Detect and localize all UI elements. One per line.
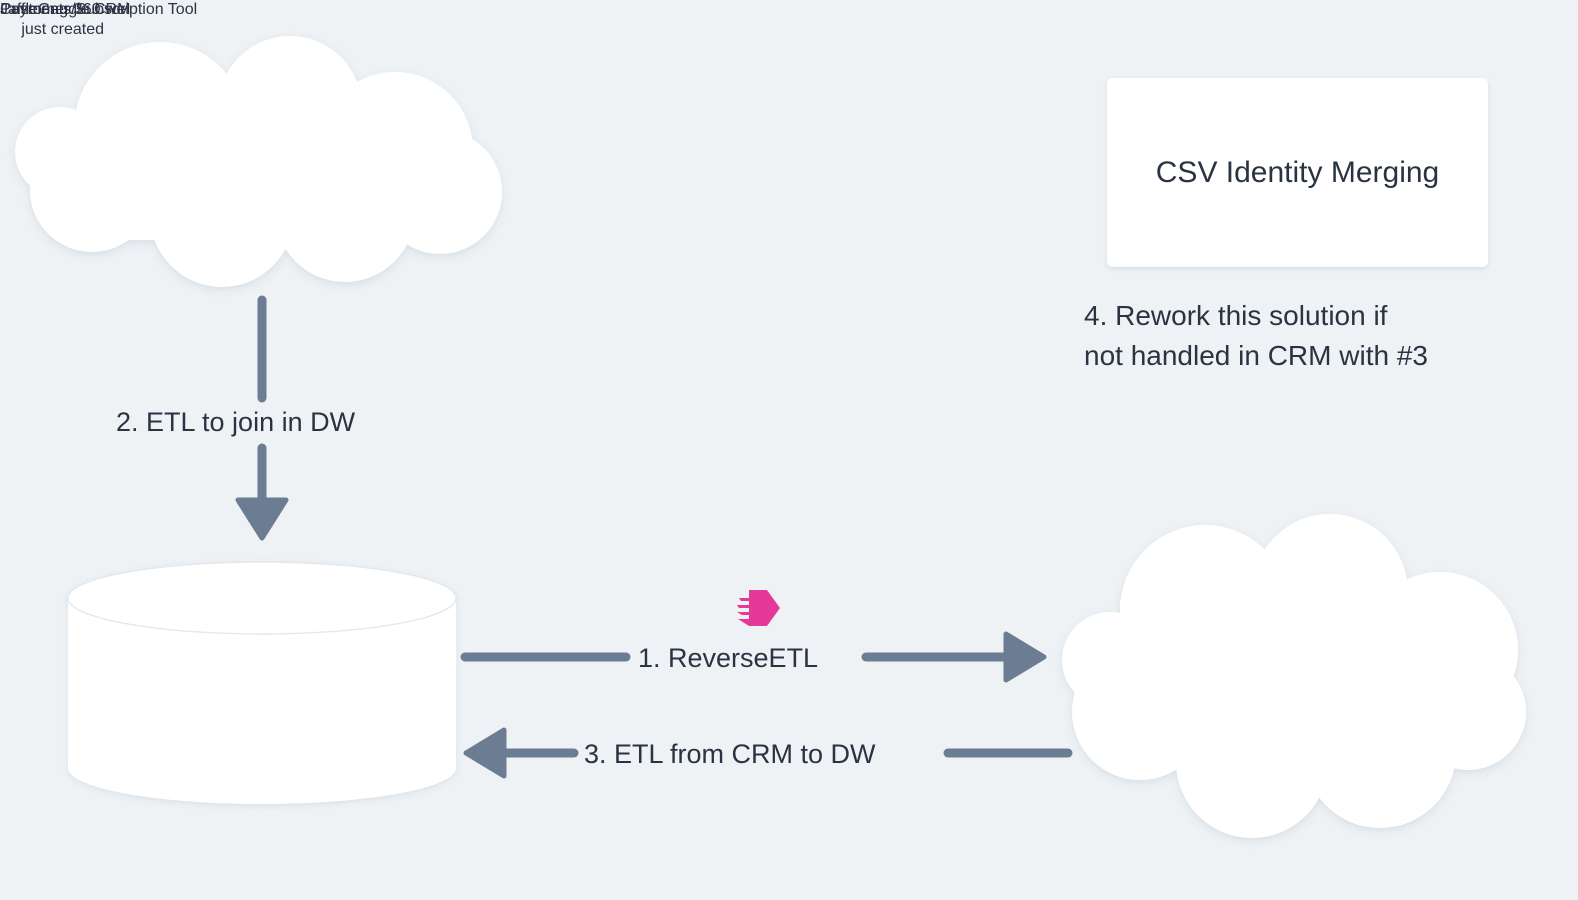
- node-csv-identity-merging[interactable]: CSV Identity Merging: [1107, 78, 1488, 267]
- node-payments-cloud[interactable]: [15, 36, 502, 287]
- edge-3-label: 3. ETL from CRM to DW: [584, 739, 876, 769]
- node-customer360-cylinder[interactable]: [67, 561, 457, 804]
- annotation-rework-note: 4. Rework this solution if not handled i…: [1084, 300, 1428, 371]
- edge-2-arrow: [235, 295, 289, 541]
- node-csv-label: CSV Identity Merging: [1155, 155, 1440, 189]
- edge-3-arrow: [463, 727, 1073, 779]
- edge-1-label: 1. ReverseETL: [638, 643, 819, 673]
- node-crm-cloud[interactable]: [1062, 514, 1526, 838]
- edge-1-arrow: [460, 631, 1047, 683]
- edge-2-label: 2. ETL to join in DW: [116, 407, 356, 437]
- hightouch-logo-icon: [737, 590, 780, 626]
